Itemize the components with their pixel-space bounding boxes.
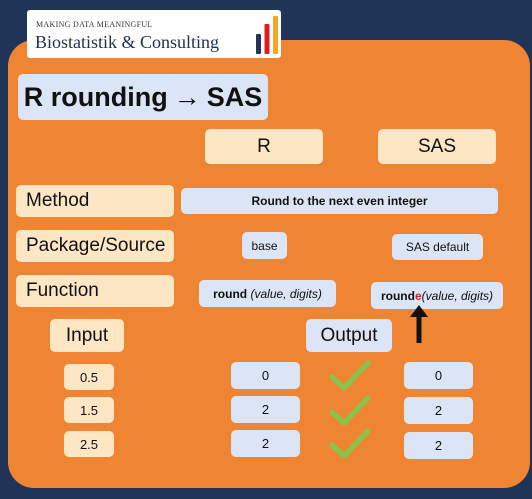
output-sas-cell: 0 <box>404 362 473 389</box>
output-header: Output <box>306 319 392 352</box>
package-sas-value: SAS default <box>392 234 483 260</box>
output-r-cell: 2 <box>231 396 300 423</box>
title-right: SAS <box>206 81 263 112</box>
function-r-name: round <box>213 286 248 301</box>
page-title: R rounding → SAS <box>18 74 268 120</box>
function-sas-name-a: round <box>380 288 415 303</box>
column-header-sas: SAS <box>378 129 496 164</box>
package-r-value: base <box>242 232 287 259</box>
output-sas-cell: 2 <box>404 397 473 424</box>
check-icon <box>329 428 371 459</box>
logo-tagline: MAKING DATA MEANINGFUL <box>36 20 153 29</box>
check-icon <box>329 395 371 426</box>
function-sas-name-highlight: e <box>414 288 422 303</box>
function-sas-args: (value, digits) <box>421 288 494 303</box>
input-cell: 0.5 <box>64 364 114 390</box>
method-value: Round to the next even integer <box>181 188 498 214</box>
output-r-cell: 2 <box>231 430 300 457</box>
check-icon <box>329 360 371 391</box>
input-header: Input <box>50 319 124 352</box>
company-logo: MAKING DATA MEANINGFUL Biostatistik & Co… <box>27 10 281 58</box>
logo-brand: Biostatistik & Consulting <box>35 32 220 52</box>
column-header-r: R <box>205 129 323 164</box>
output-sas-cell: 2 <box>404 432 473 459</box>
title-arrow: → <box>173 81 201 112</box>
row-label-function: Function <box>16 275 174 307</box>
title-left: R rounding <box>23 81 168 112</box>
function-r-value: round (value, digits) <box>199 280 336 307</box>
input-cell: 1.5 <box>64 397 114 423</box>
row-label-method: Method <box>16 185 174 217</box>
output-r-cell: 0 <box>231 362 300 389</box>
bar-chart-logo-icon <box>256 16 278 54</box>
input-cell: 2.5 <box>64 431 114 457</box>
function-r-args: (value, digits) <box>250 286 322 301</box>
up-arrow-icon <box>410 305 428 343</box>
row-label-package: Package/Source <box>16 230 174 262</box>
